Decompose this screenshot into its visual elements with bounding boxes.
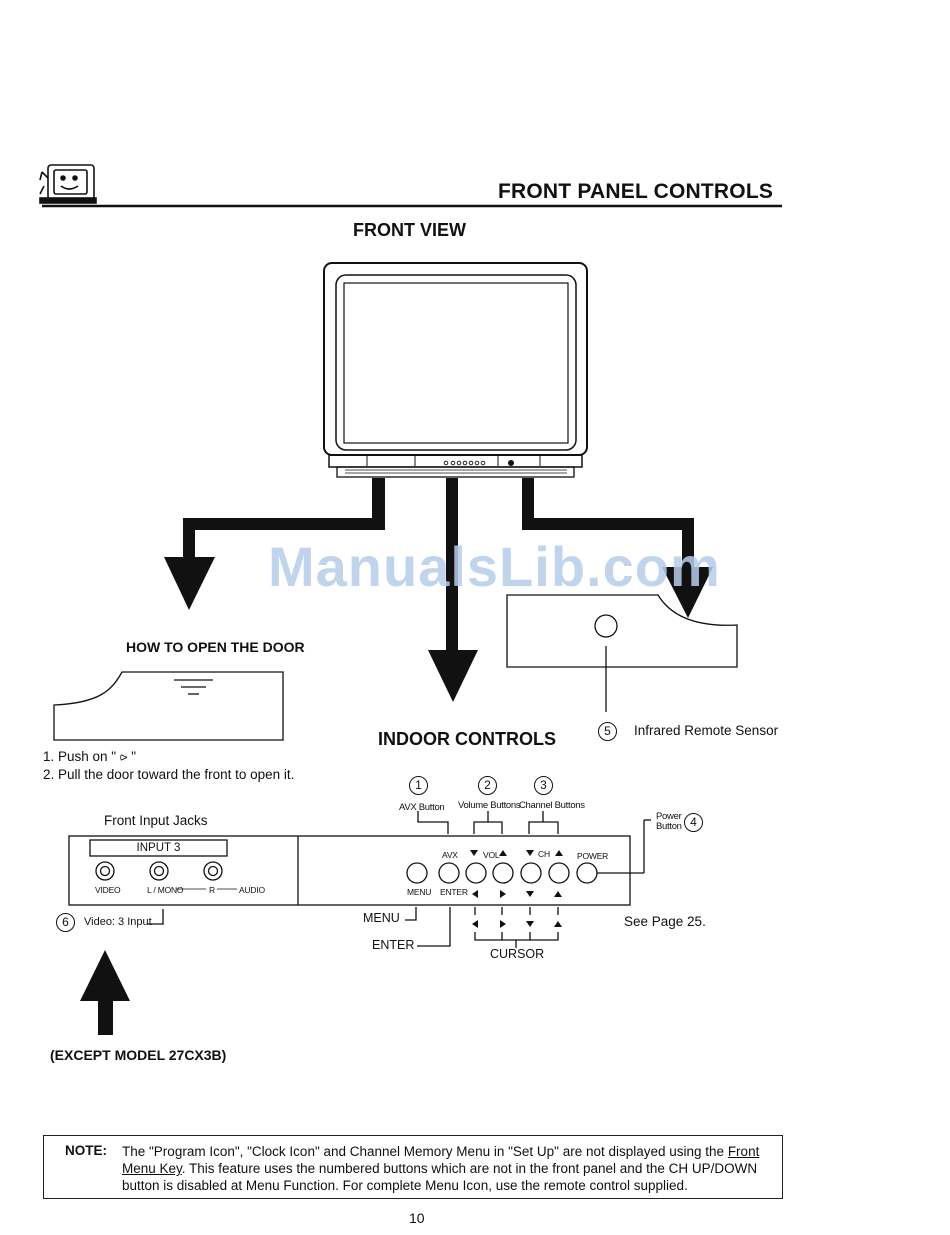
watermark: ManualsLib.com — [268, 535, 721, 598]
panel-ch: CH — [538, 849, 550, 859]
cursor-label: CURSOR — [490, 947, 545, 961]
door-title: HOW TO OPEN THE DOOR — [126, 639, 305, 655]
callout-1: 1 — [409, 776, 428, 795]
enter-avx-button[interactable] — [439, 863, 459, 883]
power-button-label: Power Button — [656, 812, 682, 832]
except-model-note: (EXCEPT MODEL 27CX3B) — [50, 1047, 227, 1063]
front-input-jacks-title: Front Input Jacks — [104, 813, 208, 828]
front-view-title: FRONT VIEW — [353, 220, 466, 240]
sensor-box — [506, 594, 738, 712]
jack-audio-label: AUDIO — [239, 885, 265, 895]
power-button[interactable] — [577, 863, 597, 883]
callout-3: 3 — [534, 776, 553, 795]
volume-up-button[interactable] — [493, 863, 513, 883]
callout-5: 5 — [598, 722, 617, 741]
tv-illustration — [323, 262, 588, 478]
panel-menu: MENU — [407, 887, 432, 897]
power-button-line1: Power — [656, 811, 682, 822]
menu-label: MENU — [363, 911, 400, 925]
video-3-input-label: Video: 3 Input — [84, 916, 152, 928]
volume-buttons-label: Volume Buttons — [458, 800, 521, 811]
jack-video-label: VIDEO — [95, 885, 121, 895]
power-button-line2: Button — [656, 821, 682, 832]
arrows — [80, 478, 713, 1035]
panel-enter: ENTER — [440, 887, 468, 897]
note-text: The "Program Icon", "Clock Icon" and Cha… — [122, 1143, 774, 1194]
menu-button[interactable] — [407, 863, 427, 883]
callout-4: 4 — [684, 813, 703, 832]
panel-power: POWER — [577, 851, 609, 861]
door-step-1: 1. Push on " ⪧ " — [43, 749, 136, 764]
callout-2: 2 — [478, 776, 497, 795]
panel-vol: VOL — [483, 850, 500, 860]
indoor-controls-title: INDOOR CONTROLS — [378, 729, 556, 749]
note-label: NOTE: — [65, 1143, 107, 1158]
input-3-label: INPUT 3 — [136, 842, 181, 854]
page-title: FRONT PANEL CONTROLS — [498, 180, 774, 203]
channel-buttons-label: Channel Buttons — [519, 800, 585, 811]
panel-avx: AVX — [442, 850, 458, 860]
channel-up-button[interactable] — [549, 863, 569, 883]
sensor-label: Infrared Remote Sensor — [634, 723, 779, 738]
note-text-part2: . This feature uses the numbered buttons… — [122, 1161, 758, 1193]
front-panel-box — [68, 811, 651, 948]
note-text-part1: The "Program Icon", "Clock Icon" and Cha… — [122, 1144, 728, 1159]
panel-arrow-glyphs — [470, 850, 563, 928]
jack-lmono-label: L / MONO — [147, 885, 184, 895]
tv-mascot-icon — [39, 164, 97, 204]
avx-button-label: AVX Button — [399, 802, 445, 813]
jack-r-label: R — [209, 885, 215, 895]
callout-6: 6 — [56, 913, 75, 932]
see-page-note: See Page 25. — [624, 914, 706, 929]
note-box: NOTE: The "Program Icon", "Clock Icon" a… — [43, 1135, 783, 1199]
door-diagram — [53, 671, 284, 741]
door-step-2: 2. Pull the door toward the front to ope… — [43, 767, 295, 782]
enter-label: ENTER — [372, 938, 415, 952]
page-number: 10 — [409, 1210, 425, 1226]
channel-down-button[interactable] — [521, 863, 541, 883]
volume-down-button[interactable] — [466, 863, 486, 883]
front-menu-key-link: Front Menu Key — [122, 1144, 760, 1176]
